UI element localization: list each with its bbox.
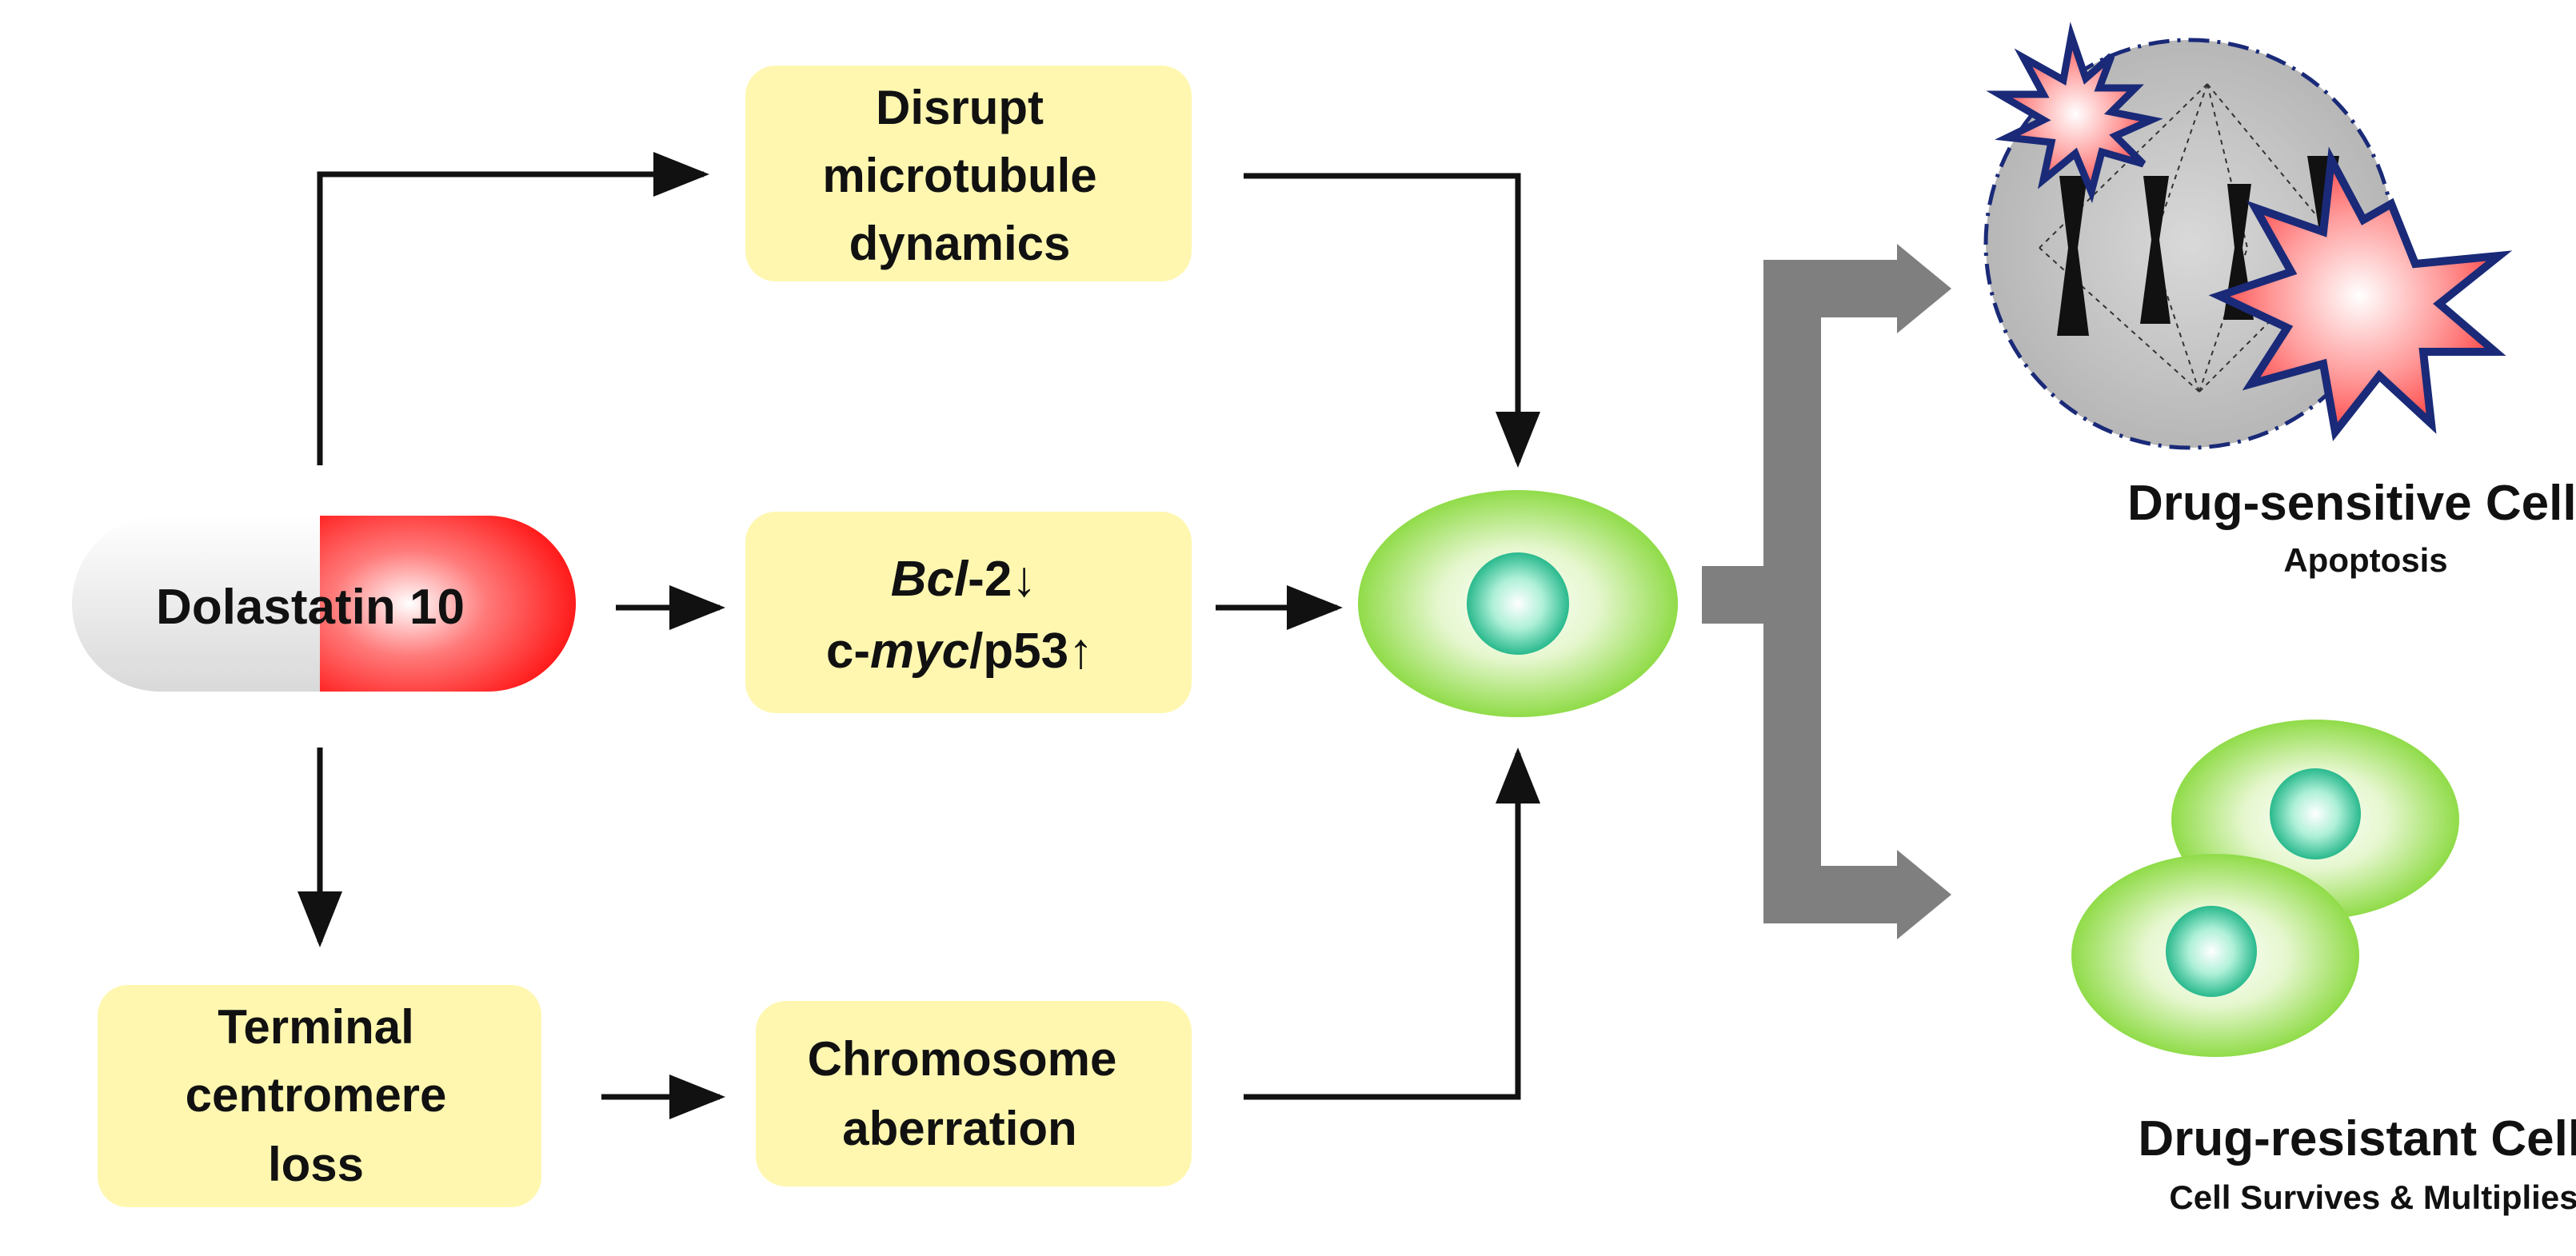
resistant-cell-front-nucleus xyxy=(2166,906,2257,997)
fork-bottom-shaft xyxy=(1763,866,1899,923)
box-centromere: Terminal centromere loss xyxy=(98,985,541,1207)
resistant-cell-back-nucleus xyxy=(2270,768,2361,859)
fork-bottom-head xyxy=(1897,850,1951,939)
fork-top-head xyxy=(1897,244,1951,333)
resistant-subtitle: Cell Survives & Multiplies xyxy=(2169,1178,2576,1216)
box-bcl-line-1: Bcl-2↓ xyxy=(891,552,1037,607)
box-chromosome-line-2: aberration xyxy=(842,1102,1076,1155)
apoptotic-cell xyxy=(1983,22,2513,450)
capsule-left-half xyxy=(72,516,320,692)
box-microtubule: Disrupt microtubule dynamics xyxy=(745,66,1192,281)
fork-top-shaft xyxy=(1763,260,1899,317)
box-chromosome: Chromosome aberration xyxy=(756,1001,1192,1186)
box-centromere-line-1: Terminal xyxy=(218,1000,414,1054)
treated-cell xyxy=(1358,490,1678,717)
myc-prefix: c- xyxy=(826,624,870,679)
box-bcl-line-2: c-myc/p53↑ xyxy=(826,624,1093,679)
box-bcl-myc-p53: Bcl-2↓ c-myc/p53↑ xyxy=(745,512,1192,713)
arrow-chromosome-to-cell xyxy=(1244,748,1540,1100)
gene-bcl: Bcl xyxy=(891,552,969,607)
bcl-suffix: -2↓ xyxy=(968,552,1036,607)
box-microtubule-line-3: dynamics xyxy=(849,217,1071,270)
capsule-right-half xyxy=(320,516,576,692)
gene-myc: myc xyxy=(870,624,969,679)
box-centromere-line-2: centromere xyxy=(186,1068,447,1122)
sensitive-title: Drug-sensitive Cells xyxy=(2127,476,2576,531)
connector-arrows xyxy=(298,152,1540,1119)
apoptosis-burst-small xyxy=(1986,22,2163,204)
cell-nucleus xyxy=(1467,552,1569,655)
box-centromere-line-3: loss xyxy=(268,1138,364,1191)
fork-spine xyxy=(1763,260,1821,923)
fork-arrow xyxy=(1702,244,1951,939)
box-chromosome-line-1: Chromosome xyxy=(808,1032,1117,1086)
arrow-microtubule-to-cell xyxy=(1244,173,1540,468)
arrow-drug-to-microtubule xyxy=(317,152,709,465)
apoptosis-burst-large xyxy=(2208,146,2513,441)
resistant-cells xyxy=(2071,720,2459,1057)
fork-stem xyxy=(1702,566,1767,624)
drug-capsule: Dolastatin 10 xyxy=(72,516,576,692)
sensitive-subtitle: Apoptosis xyxy=(2283,541,2447,579)
drug-label: Dolastatin 10 xyxy=(156,580,465,635)
myc-suffix: /p53↑ xyxy=(969,624,1093,679)
chromosome-1 xyxy=(2057,176,2089,336)
resistant-title: Drug-resistant Cells xyxy=(2138,1111,2576,1166)
box-microtubule-line-2: microtubule xyxy=(822,149,1096,202)
chromosome-2 xyxy=(2140,176,2171,324)
box-microtubule-line-1: Disrupt xyxy=(876,81,1044,134)
